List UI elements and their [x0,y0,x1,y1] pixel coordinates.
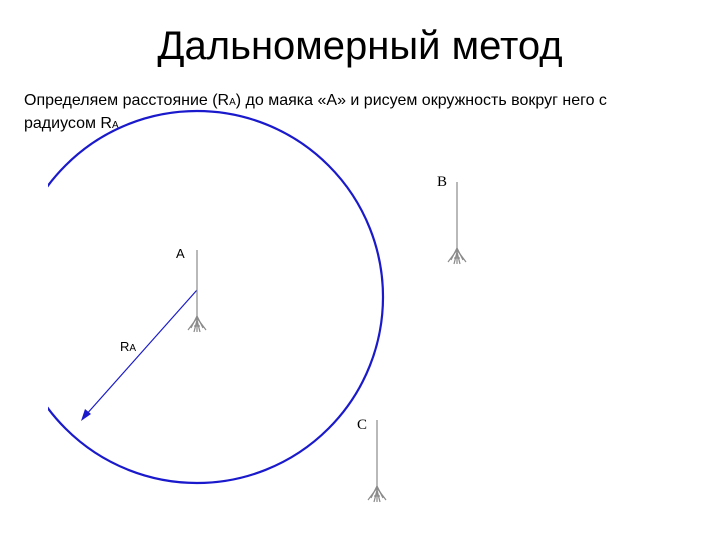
beacon-b-icon [447,181,467,265]
radius-label: RA [120,339,136,354]
beacon-a-label: A [176,246,185,261]
radius-arrowhead [81,409,91,421]
description-text: Определяем расстояние (RA) до маяка «A» … [24,90,699,136]
description-line2-part1: радиусом R [24,115,112,132]
radius-label-main: R [120,339,129,354]
range-circle [48,109,385,485]
radius-line [84,289,198,417]
radius-label-subscript: A [129,343,136,354]
description-line1-part1: Определяем расстояние (R [24,92,230,109]
slide-title: Дальномерный метод [157,24,563,68]
description-line1-subscript: A [229,97,236,108]
description-line2-subscript: A [111,120,119,131]
beacon-b-label: B [437,174,447,190]
beacon-c-icon [367,419,387,503]
beacon-c-label: C [357,417,367,433]
description-line1-part2: ) до маяка «A» и рисуем окружность вокру… [235,92,607,109]
beacon-a-icon [187,249,207,333]
